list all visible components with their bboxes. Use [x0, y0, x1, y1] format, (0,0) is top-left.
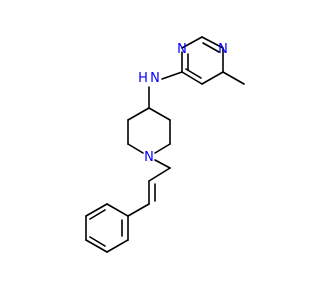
bond-pip-c5-c4 [127, 107, 150, 121]
bond-ph-c4-c5 [85, 239, 108, 253]
molecule-structure: N N N H N [85, 36, 245, 253]
atom-n-amine: N [150, 71, 160, 86]
bond-c2-n3 [201, 36, 224, 49]
bond-ph-c5-c6 [106, 239, 129, 253]
bond-pip-c2-n1 [154, 143, 171, 154]
bond-methyl [222, 71, 245, 85]
bond-ph-c1-c2 [106, 203, 129, 217]
bond-c2-n3-inner [202, 42, 220, 53]
bond-pip-c4-c3 [148, 107, 171, 121]
bond-ph-c2-c3-inner [89, 209, 106, 220]
atom-h-amine: H [138, 71, 148, 86]
bond-ph-c4-c5-inner [89, 236, 106, 247]
bond-pyrimidine-nh [161, 71, 183, 80]
bond-vinyl-phenyl [127, 203, 150, 217]
bond-n-ch2 [154, 159, 171, 169]
atom-n-pyrimidine-top: N [218, 42, 228, 57]
molecule-canvas: N N N H N [85, 36, 245, 253]
atom-n-piperidine: N [144, 150, 154, 165]
bond-n1-c2 [181, 36, 203, 49]
bond-c4-c5 [201, 71, 224, 85]
bond-pip-n1-c6 [127, 143, 144, 154]
atom-n-pyrimidine-left: N [177, 42, 187, 57]
bond-c5-c6 [181, 71, 203, 85]
bond-ph-c2-c3 [85, 203, 108, 217]
bond-ch2-ch [148, 167, 171, 182]
